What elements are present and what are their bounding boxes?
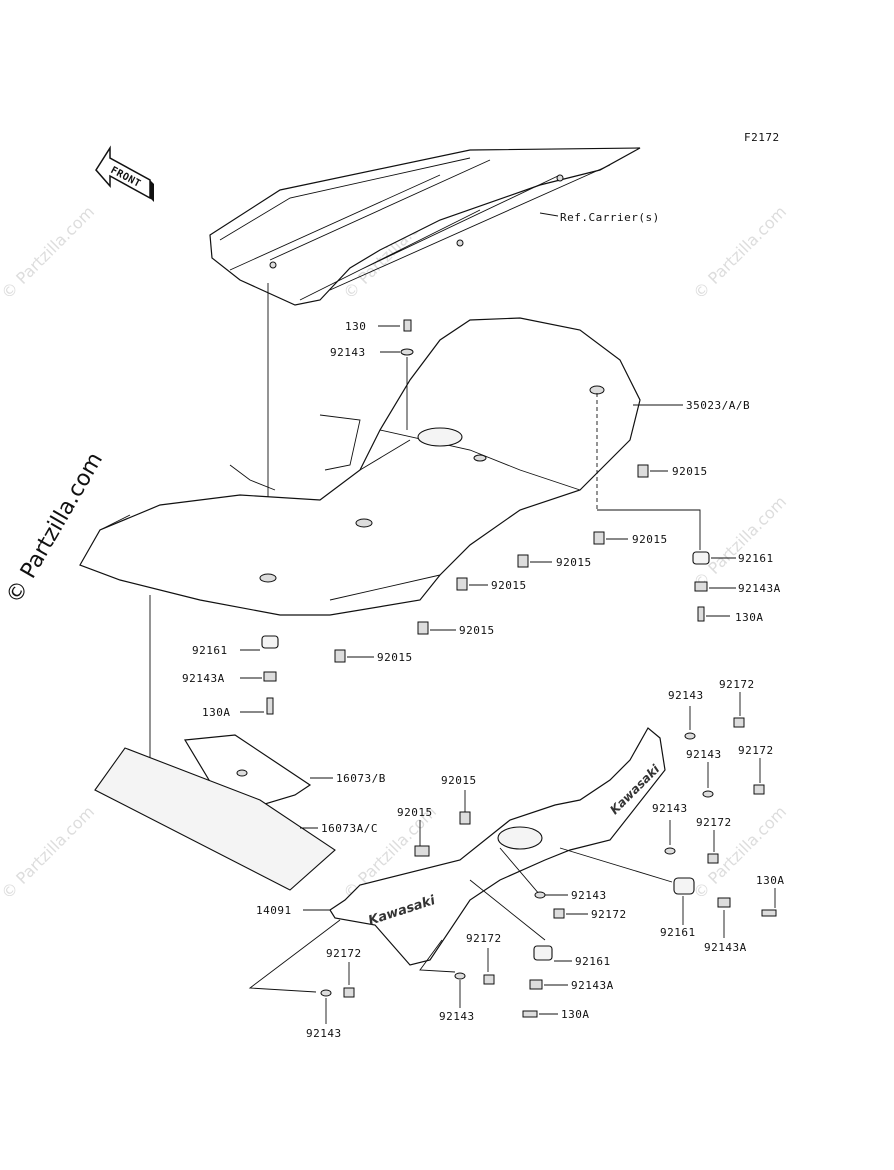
label-92172: 92172 <box>466 932 502 945</box>
watermark: © Partzilla.com <box>0 802 98 903</box>
label-35023: 35023/A/B <box>686 399 750 412</box>
watermark: © Partzilla.com <box>689 492 790 593</box>
label-92161: 92161 <box>192 644 228 657</box>
label-92172: 92172 <box>326 947 362 960</box>
label-92161: 92161 <box>660 926 696 939</box>
label-92143A: 92143A <box>704 941 747 954</box>
label-92015: 92015 <box>556 556 592 569</box>
watermark-large: © Partzilla.com <box>2 448 109 608</box>
label-92143: 92143 <box>439 1010 475 1023</box>
side-cover: Kawasaki Kawasaki <box>329 727 666 966</box>
label-92015: 92015 <box>632 533 668 546</box>
front-arrow-icon: FRONT <box>95 145 154 202</box>
label-92143: 92143 <box>668 689 704 702</box>
label-16073AC: 16073A/C <box>321 822 378 835</box>
label-92143: 92143 <box>652 802 688 815</box>
label-92172: 92172 <box>719 678 755 691</box>
label-92015: 92015 <box>672 465 708 478</box>
label-92143A: 92143A <box>571 979 614 992</box>
label-92143: 92143 <box>571 889 607 902</box>
label-14091: 14091 <box>256 904 292 917</box>
label-92143: 92143 <box>330 346 366 359</box>
label-92143: 92143 <box>306 1027 342 1040</box>
label-ref-carrier: Ref.Carrier(s) <box>560 211 660 224</box>
diagram-id: F2172 <box>744 131 780 144</box>
label-92015: 92015 <box>459 624 495 637</box>
watermark: © Partzilla.com <box>689 202 790 303</box>
label-92143: 92143 <box>686 748 722 761</box>
label-92161: 92161 <box>738 552 774 565</box>
bolt-130 <box>400 319 414 430</box>
label-92015: 92015 <box>491 579 527 592</box>
label-130A: 130A <box>756 874 785 887</box>
label-92172: 92172 <box>738 744 774 757</box>
carrier-rack <box>209 147 641 306</box>
label-130: 130 <box>345 320 366 333</box>
rear-fender <box>79 317 641 616</box>
label-92015: 92015 <box>377 651 413 664</box>
label-92161: 92161 <box>575 955 611 968</box>
label-92172: 92172 <box>696 816 732 829</box>
watermark: © Partzilla.com <box>0 202 98 303</box>
label-92015: 92015 <box>441 774 477 787</box>
label-92172: 92172 <box>591 908 627 921</box>
label-130A: 130A <box>561 1008 590 1021</box>
label-130A: 130A <box>202 706 231 719</box>
label-92143A: 92143A <box>738 582 781 595</box>
label-92015: 92015 <box>397 806 433 819</box>
label-130A: 130A <box>735 611 764 624</box>
label-92143A: 92143A <box>182 672 225 685</box>
label-16073B: 16073/B <box>336 772 386 785</box>
